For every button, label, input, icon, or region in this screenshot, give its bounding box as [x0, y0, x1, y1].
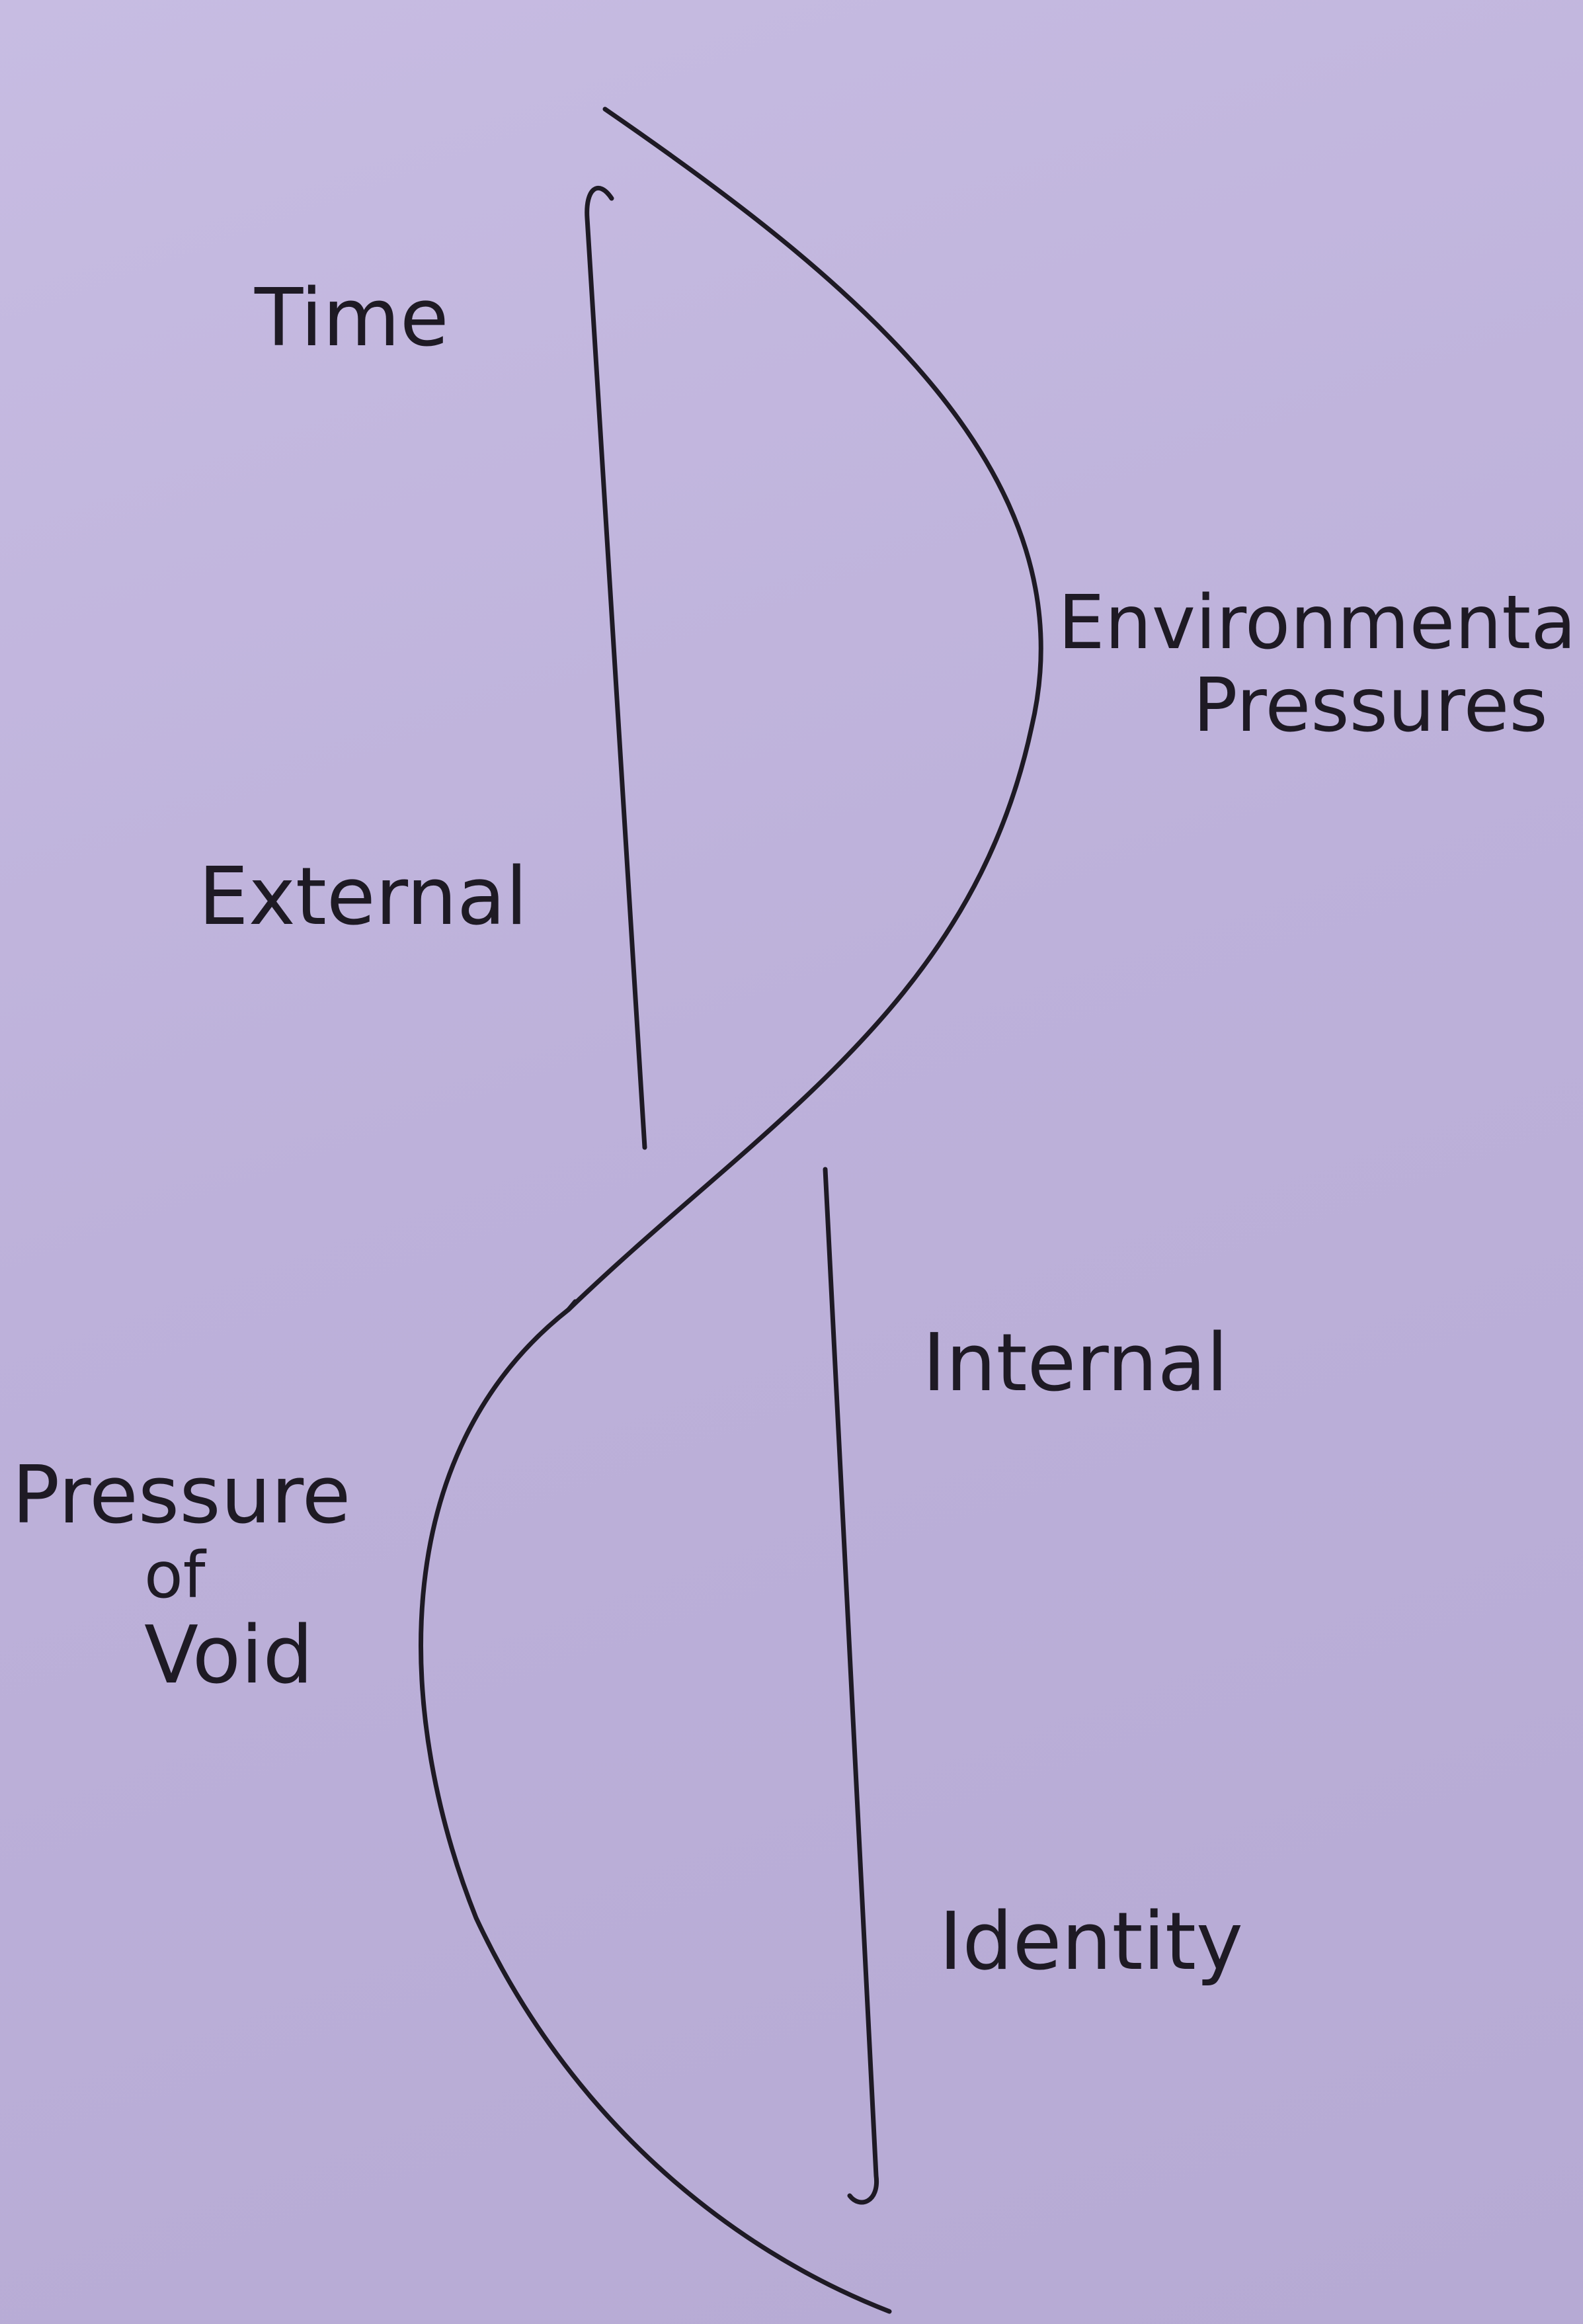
junction-mark [566, 1299, 578, 1312]
label-void-line-3: Void [144, 1609, 313, 1702]
label-environmental-line-2: Pressures [1193, 663, 1548, 749]
internal-bracket [823, 1167, 879, 2205]
label-environmental-line-1: Environmental [1058, 580, 1583, 666]
external-bracket [585, 185, 647, 1150]
label-void-line-1: Pressure [12, 1450, 351, 1542]
label-identity: Identity [939, 1896, 1243, 1988]
s-curve [419, 106, 1043, 2314]
label-internal: Internal [922, 1317, 1229, 1409]
label-time: Time [255, 272, 449, 364]
label-environmental-pressures: Environmental Pressures [1058, 580, 1583, 749]
label-void-line-2: of [144, 1538, 206, 1613]
label-pressure-of-void: Pressure of Void [12, 1450, 351, 1702]
label-external: External [198, 851, 528, 943]
